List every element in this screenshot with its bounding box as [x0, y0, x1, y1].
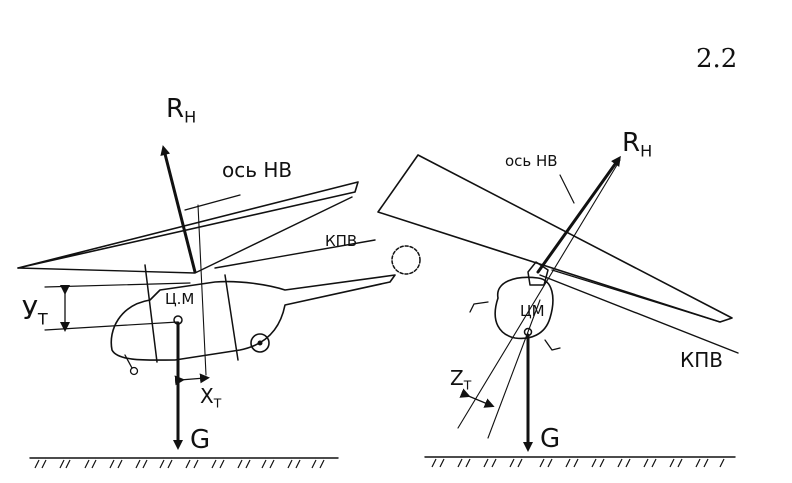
- left-x-dim-arrow: [174, 373, 210, 386]
- left-hatch-rear: [224, 274, 239, 361]
- left-x-sub: Т: [213, 395, 222, 411]
- left-y-main: У: [22, 296, 38, 326]
- left-rh-sub: Н: [184, 107, 197, 127]
- right-rh-sub: Н: [640, 141, 653, 161]
- left-hatch-front: [144, 264, 158, 363]
- left-rotor-axis-label: ось НВ: [222, 158, 293, 182]
- figure-number: 2.2: [696, 44, 738, 74]
- left-rh-main: R: [166, 94, 185, 124]
- right-hub: [527, 261, 549, 286]
- right-rh-main: R: [622, 128, 641, 158]
- left-fuselage: [110, 274, 396, 361]
- right-rotor-axis-line: [559, 174, 575, 204]
- right-z-label: ZТ: [450, 366, 471, 392]
- right-rotor-blade-lower: [551, 269, 721, 323]
- right-z-dim-arrow: [459, 388, 495, 408]
- ground-hatching: [34, 458, 725, 469]
- left-rh-arrow: [160, 145, 197, 274]
- left-rotor-axis-line: [184, 194, 241, 211]
- left-y-sub: Т: [37, 309, 48, 329]
- right-right-gear: [544, 339, 561, 351]
- left-tail-rotor: [391, 245, 421, 275]
- right-axis-tilted-2: [487, 299, 541, 439]
- right-fuselage: [494, 276, 554, 340]
- left-x-label: ХТ: [200, 384, 221, 410]
- right-left-gear: [469, 301, 489, 313]
- left-rh-label: RН: [166, 94, 196, 127]
- right-rh-arrow: [536, 155, 621, 274]
- left-g-label: G: [190, 425, 211, 455]
- left-y-label: УТ: [22, 296, 48, 329]
- right-axis-tilted: [457, 159, 621, 429]
- left-x-main: Х: [200, 384, 214, 408]
- right-rotor-disc: [377, 154, 733, 323]
- right-com-label: ЦМ: [520, 302, 545, 320]
- left-nose-wheel: [129, 366, 139, 376]
- right-z-sub: Т: [463, 377, 472, 393]
- right-rotor-axis-label: ось НВ: [505, 152, 558, 170]
- right-g-label: G: [540, 424, 561, 454]
- left-main-wheel: [250, 333, 270, 353]
- left-rotor-plane-line: [214, 239, 376, 269]
- left-rotor-disc: [17, 181, 359, 269]
- left-nose-gear: [124, 354, 133, 369]
- right-rotor-plane-label: КПВ: [680, 348, 723, 372]
- left-com-label: Ц.М: [165, 290, 195, 308]
- left-axis-vertical: [197, 204, 207, 376]
- right-rotor-plane-line: [539, 274, 739, 354]
- left-rotor-plane-label: КПВ: [325, 232, 358, 250]
- right-rh-label: RН: [622, 128, 652, 161]
- left-y-dim-top: [44, 282, 191, 288]
- right-z-main: Z: [450, 366, 464, 390]
